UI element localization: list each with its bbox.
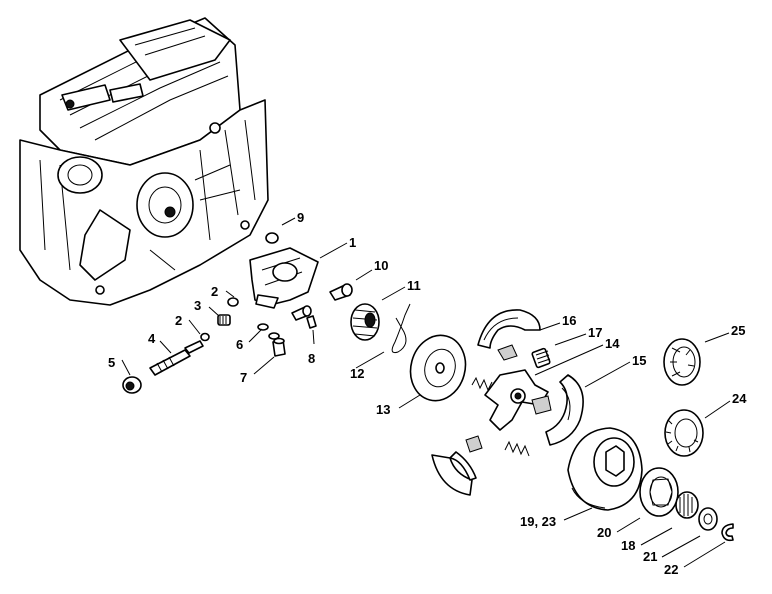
callout-1: 1 (349, 235, 356, 250)
callout-5: 5 (108, 355, 115, 370)
callout-labels: 9 1 10 11 2 3 2 4 5 6 7 8 12 13 16 17 14… (108, 210, 747, 577)
part-9-nut (265, 232, 279, 244)
clutch-pad-right (531, 395, 552, 415)
callout-11: 11 (407, 278, 421, 293)
callout-13: 13 (376, 402, 390, 417)
part-8-pin (306, 315, 317, 329)
callout-17: 17 (588, 325, 602, 340)
clutch-shoe-bottom (431, 451, 477, 496)
part-5-cap (122, 376, 142, 394)
part-3-spring (217, 314, 231, 326)
part-11-worm-gear (350, 303, 380, 341)
spring-lower (504, 440, 530, 457)
callout-19-23: 19, 23 (520, 514, 556, 529)
part-15-clutch-shoe-right (545, 374, 584, 446)
callout-15: 15 (632, 353, 646, 368)
callout-16: 16 (562, 313, 576, 328)
callout-20: 20 (597, 525, 611, 540)
callout-24: 24 (732, 391, 747, 406)
callout-4: 4 (148, 331, 156, 346)
part-6-seal-rings (257, 323, 280, 340)
leader-lines (121, 217, 731, 568)
part-screw-small (291, 305, 312, 321)
part-19-23-clutch-drum (567, 427, 643, 511)
callout-8: 8 (308, 351, 315, 366)
callout-18: 18 (621, 538, 635, 553)
oil-pump-body (249, 247, 319, 309)
clutch-shoe-pad (497, 344, 518, 361)
callout-12: 12 (350, 366, 364, 381)
clutch-pad-lower (465, 435, 483, 453)
spring-left-upper (471, 376, 493, 392)
part-18-needle-cage (675, 491, 699, 519)
part-12-spring-wire (391, 303, 411, 353)
part-13-disc (409, 334, 467, 402)
callout-10: 10 (374, 258, 388, 273)
callout-3: 3 (194, 298, 201, 313)
part-17-spring (531, 347, 551, 369)
part-10-screw (329, 283, 353, 301)
callout-6: 6 (236, 337, 243, 352)
part-20-rim-sprocket (639, 467, 679, 517)
part-2-washer-lower (200, 332, 210, 342)
callout-2-lower: 2 (175, 313, 182, 328)
part-14-clutch-carrier (484, 369, 549, 431)
part-21-washer (698, 507, 718, 531)
callout-22: 22 (664, 562, 678, 577)
part-24-spur-sprocket (664, 409, 704, 457)
part-25-rim (663, 338, 701, 386)
engine-housing-drawing (19, 17, 269, 306)
part-7-fitting (272, 337, 286, 357)
callout-7: 7 (240, 370, 247, 385)
callout-2-upper: 2 (211, 284, 218, 299)
part-16-clutch-shoe-top (477, 309, 541, 349)
part-4-pump-plunger (149, 340, 204, 376)
callout-21: 21 (643, 549, 657, 564)
callout-14: 14 (605, 336, 620, 351)
callout-9: 9 (297, 210, 304, 225)
part-2-washer-upper (227, 297, 239, 307)
part-22-e-clip (721, 523, 734, 542)
callout-25: 25 (731, 323, 745, 338)
